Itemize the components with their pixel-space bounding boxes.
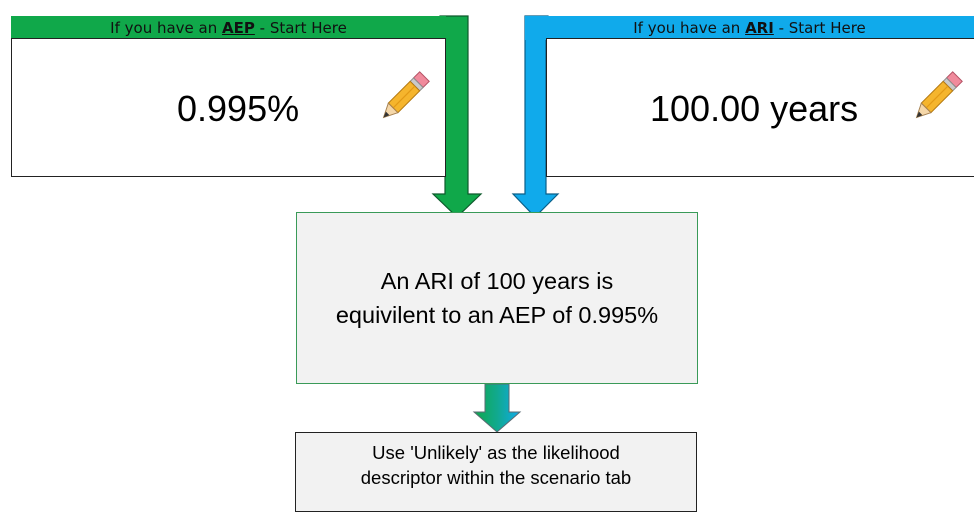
pencil-icon[interactable] (910, 70, 964, 124)
ari-header-keyword: ARI (745, 19, 774, 37)
recommendation-line-2: descriptor within the scenario tab (360, 467, 632, 488)
ari-header-suffix: - Start Here (773, 19, 866, 37)
result-line-2: equivilent to an AEP of 0.995% (335, 302, 659, 328)
result-box: An ARI of 100 years is equivilent to an … (296, 212, 698, 384)
aep-header-suffix: - Start Here (254, 19, 347, 37)
ari-header-prefix: If you have an (633, 19, 746, 37)
aep-value[interactable]: 0.995% (177, 88, 300, 129)
recommendation-box: Use 'Unlikely' as the likelihood descrip… (295, 432, 697, 512)
ari-value[interactable]: 100.00 years (650, 88, 859, 129)
result-line-1: An ARI of 100 years is (380, 268, 614, 294)
aep-header-keyword: AEP (222, 19, 255, 37)
ari-input-box[interactable] (546, 38, 974, 177)
aep-input-box[interactable] (11, 38, 446, 177)
aep-header-bar: If you have an AEP - Start Here (11, 16, 446, 40)
ari-header-bar: If you have an ARI - Start Here (525, 16, 974, 40)
pencil-icon[interactable] (377, 70, 431, 124)
aep-header-prefix: If you have an (110, 19, 223, 37)
recommendation-line-1: Use 'Unlikely' as the likelihood (372, 442, 620, 463)
result-flow-arrow (472, 383, 522, 433)
